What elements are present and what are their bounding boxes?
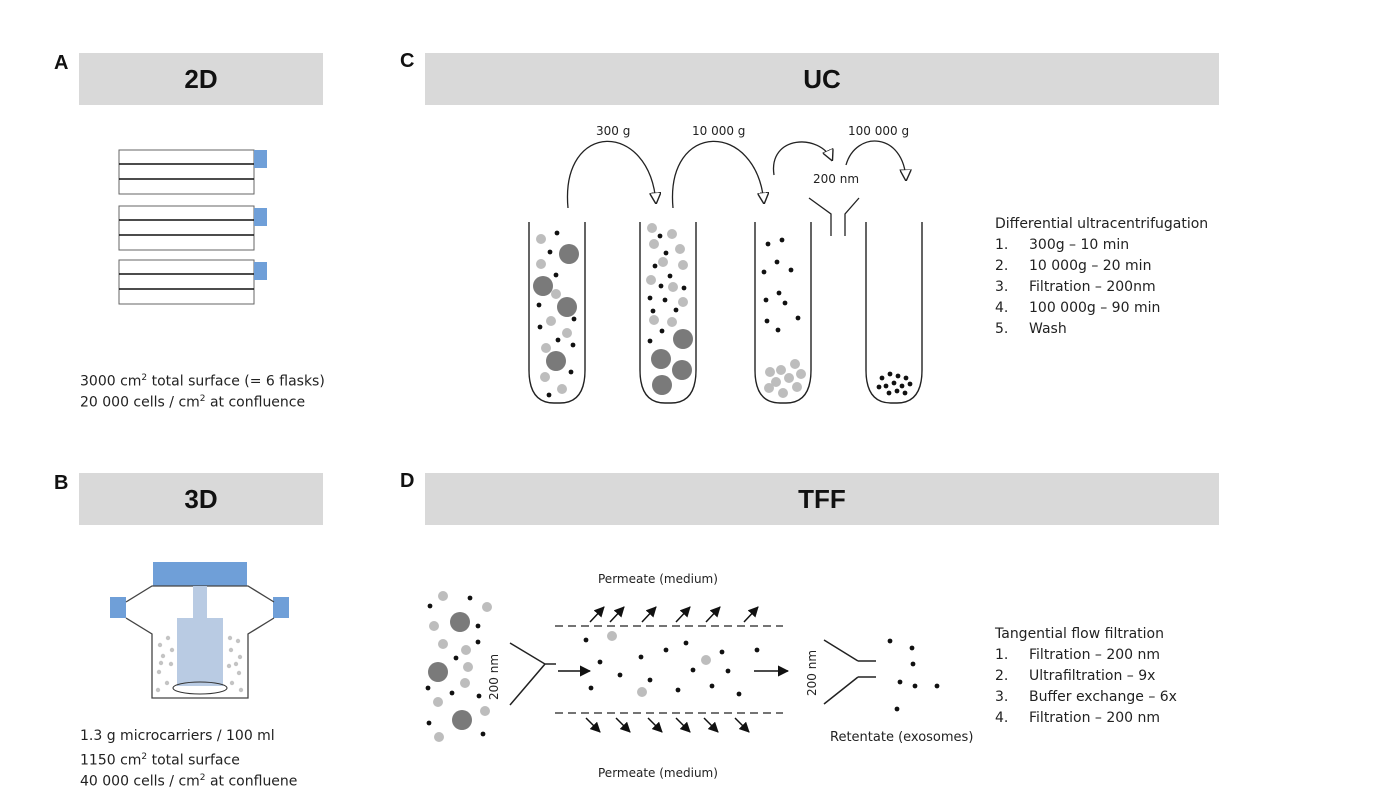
uc-step: 2.10 000g – 20 min xyxy=(995,258,1152,274)
tff-step: 3.Buffer exchange – 6x xyxy=(995,689,1177,705)
tff-step: 2.Ultrafiltration – 9x xyxy=(995,668,1156,684)
uc-filter-icon xyxy=(808,197,860,236)
tff-channel-particles xyxy=(583,631,760,697)
flask-stack-2 xyxy=(118,205,255,251)
flask-cap-icon xyxy=(254,208,267,226)
retentate-label: Retentate (exosomes) xyxy=(830,730,973,745)
tff-filter-label-right: 200 nm xyxy=(805,650,819,696)
tff-filter-left-icon xyxy=(509,642,556,706)
uc-step: 5.Wash xyxy=(995,321,1067,337)
banner-3d: 3D xyxy=(79,473,323,525)
speed-label-300g: 300 g xyxy=(596,124,630,138)
centrifuge-tube-1 xyxy=(528,222,586,404)
tube-4-pellet xyxy=(876,371,913,396)
tff-method-list: Tangential flow filtration 1.Filtration … xyxy=(995,624,1177,729)
panel-letter-c: C xyxy=(400,50,415,72)
panel-letter-d: D xyxy=(400,470,415,492)
surface-3d-text: 1150 cm2 total surface xyxy=(80,752,240,769)
permeate-top-label: Permeate (medium) xyxy=(598,572,718,586)
retentate-particles xyxy=(887,638,940,712)
filter-label-uc: 200 nm xyxy=(813,172,859,186)
panel-letter-a: A xyxy=(54,52,69,74)
banner-2d: 2D xyxy=(79,53,323,105)
tube-1-particles xyxy=(533,230,579,398)
centrifuge-tube-4 xyxy=(865,222,923,404)
permeate-arrows-down xyxy=(585,717,750,733)
flask-cap-icon xyxy=(254,150,267,168)
centrifuge-tube-2 xyxy=(639,222,697,404)
banner-tff: TFF xyxy=(425,473,1219,525)
tff-step: 4.Filtration – 200 nm xyxy=(995,710,1161,726)
transfer-arrow-4 xyxy=(845,140,906,180)
uc-step: 4.100 000g – 90 min xyxy=(995,300,1161,316)
cells-2d-text: 20 000 cells / cm2 at confluence xyxy=(80,394,306,411)
panel-letter-b: B xyxy=(54,472,69,494)
cells-3d-text: 40 000 cells / cm2 at confluene xyxy=(80,773,298,790)
bioreactor-icon xyxy=(110,562,289,699)
permeate-bottom-label: Permeate (medium) xyxy=(598,766,718,780)
flask-stack-1 xyxy=(118,149,255,195)
centrifuge-tube-3 xyxy=(754,222,812,404)
tube-2-particles xyxy=(646,223,693,395)
transfer-arrow-2 xyxy=(671,140,764,209)
speed-label-10000g: 10 000 g xyxy=(692,124,745,138)
speed-label-100000g: 100 000 g xyxy=(848,124,909,138)
uc-step: 3.Filtration – 200nm xyxy=(995,279,1156,295)
uc-method-title: Differential ultracentrifugation xyxy=(995,216,1209,232)
tff-filter-label-left: 200 nm xyxy=(487,654,501,700)
tube-3-particles xyxy=(761,237,806,398)
tff-filter-right-icon xyxy=(823,639,876,705)
uc-step: 1.300g – 10 min xyxy=(995,237,1130,253)
surface-2d-text: 3000 cm2 total surface (= 6 flasks) xyxy=(80,373,325,390)
tff-step: 1.Filtration – 200 nm xyxy=(995,647,1161,663)
tff-input-particles xyxy=(425,591,492,742)
permeate-arrows-up xyxy=(589,606,759,623)
transfer-arrow-3 xyxy=(773,141,832,176)
flask-stack-3 xyxy=(118,259,255,305)
banner-uc: UC xyxy=(425,53,1219,105)
transfer-arrow-1 xyxy=(566,140,656,209)
tff-method-title: Tangential flow filtration xyxy=(995,626,1164,642)
uc-method-list: Differential ultracentrifugation 1.300g … xyxy=(995,214,1208,340)
flask-cap-icon xyxy=(254,262,267,280)
microcarriers-text: 1.3 g microcarriers / 100 ml xyxy=(80,728,275,744)
